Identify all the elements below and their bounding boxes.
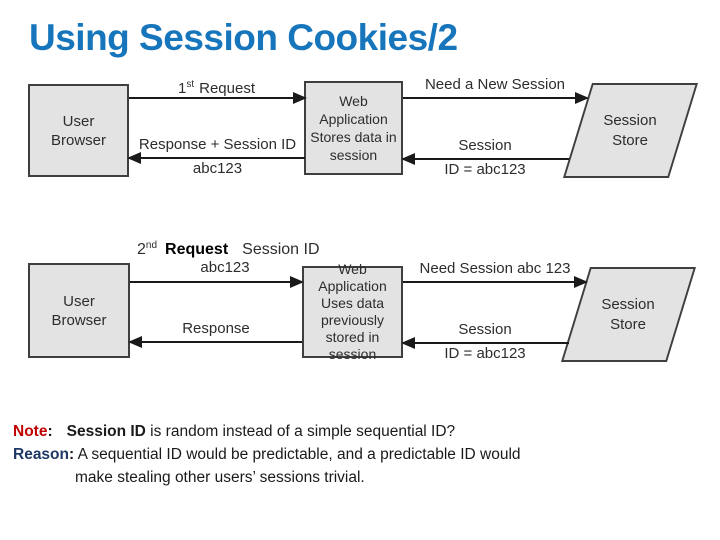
web-application-box-2: Web Application Uses data previously sto… <box>302 261 403 362</box>
arrowhead-right-icon <box>290 276 304 288</box>
label-session-id-abc123-2: ID = abc123 <box>444 345 526 362</box>
request-word-overlay: Request <box>162 241 232 258</box>
label-session-id-abc123-1: ID = abc123 <box>444 161 526 178</box>
session-store-label-1: Session Store <box>603 111 658 149</box>
arrow-session-id-return-1 <box>401 153 569 165</box>
user-browser-label-2: User Browser <box>51 292 107 329</box>
arrowhead-left-icon <box>401 153 415 165</box>
arrowhead-left-icon <box>128 336 142 348</box>
arrow-first-request <box>129 92 307 104</box>
note-text: is random instead of a simple sequential… <box>145 423 456 440</box>
arrowhead-left-icon <box>127 152 141 164</box>
label-response-2: Response <box>182 320 250 337</box>
arrow-need-session-abc123 <box>403 276 588 288</box>
label-request2-abc123: abc123 <box>200 259 250 276</box>
web-application-label-2: Web Application Uses data previously sto… <box>318 261 387 362</box>
arrowhead-left-icon <box>401 337 415 349</box>
session-id-word: Session ID <box>242 241 320 258</box>
user-browser-label-1: User Browser <box>50 112 106 149</box>
session-store-label-2: Session Store <box>601 295 656 333</box>
web-application-box-1: Web Application Stores data in session <box>304 81 403 175</box>
arrowhead-right-icon <box>575 92 589 104</box>
label-need-session-abc123: Need Session abc 123 <box>419 260 571 277</box>
reason-colon: : <box>69 446 75 463</box>
user-browser-box-2: User Browser <box>28 263 130 358</box>
note-label: Note <box>13 423 48 440</box>
web-application-label-1: Web Application Stores data in session <box>310 93 397 163</box>
reason-text: A sequential ID would be predictable, an… <box>74 446 521 463</box>
label-first-request: 1st Request <box>134 76 299 98</box>
label-response-session-id: Response + Session ID <box>138 136 297 153</box>
arrowhead-right-icon <box>293 92 307 104</box>
arrow-second-request <box>130 276 304 288</box>
user-browser-box-1: User Browser <box>28 84 129 177</box>
request-ordinal: nd <box>145 240 158 251</box>
request-number: 1 <box>178 80 187 97</box>
arrow-session-id-return-2 <box>401 337 569 349</box>
arrow-need-new-session <box>403 92 589 104</box>
label-session-1: Session <box>458 137 512 154</box>
label-session-2: Session <box>458 321 512 338</box>
request-number: 2 <box>137 241 146 258</box>
label-second-request: 2nd Request Session ID <box>137 240 320 259</box>
note-line-2: Reason: A sequential ID would be predict… <box>13 443 673 466</box>
arrowhead-right-icon <box>574 276 588 288</box>
note-block: Note: Session ID is random instead of a s… <box>13 420 673 489</box>
label-need-new-session: Need a New Session <box>424 76 566 93</box>
page-title: Using Session Cookies/2 <box>29 17 458 58</box>
arrow-response-2 <box>128 336 302 348</box>
label-response-abc123: abc123 <box>192 160 243 177</box>
reason-label: Reason <box>13 446 69 463</box>
note-line-1: Note: Session ID is random instead of a s… <box>13 420 673 443</box>
note-colon: : <box>47 423 53 440</box>
request-ordinal: st <box>186 79 195 90</box>
note-line-3: make stealing other users’ sessions triv… <box>75 469 365 486</box>
arrow-response-session-id <box>127 152 305 164</box>
request-word: Request <box>199 80 255 97</box>
note-highlight: Session ID <box>66 423 146 440</box>
